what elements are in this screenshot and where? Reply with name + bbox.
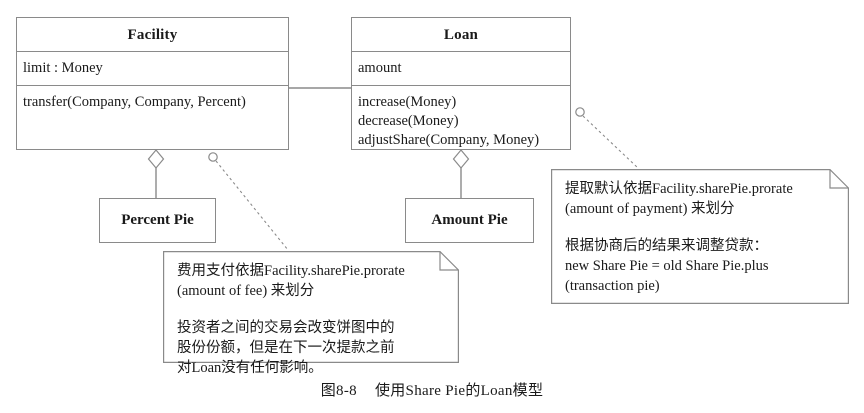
uml-note-left[interactable]: 费用支付依据Facility.sharePie.prorate (amount … — [163, 251, 459, 376]
note-paragraph: 根据协商后的结果来调整贷款： new Share Pie = old Share… — [565, 236, 835, 296]
uml-class-facility[interactable]: Facility limit : Money transfer(Company,… — [16, 17, 289, 150]
class-attributes-loan: amount — [352, 52, 570, 86]
note-line: 费用支付依据Facility.sharePie.prorate — [177, 263, 405, 279]
note-text-left: 费用支付依据Facility.sharePie.prorate (amount … — [163, 251, 459, 378]
note-line: (amount of fee) 来划分 — [177, 283, 315, 299]
note-line: new Share Pie = old Share Pie.plus — [565, 258, 769, 274]
class-name-loan: Loan — [352, 18, 570, 52]
operation-item: transfer(Company, Company, Percent) — [23, 94, 246, 110]
note-line: 根据协商后的结果来调整贷款： — [565, 238, 768, 254]
attribute-item: amount — [358, 60, 402, 76]
note-line: 提取默认依据Facility.sharePie.prorate — [565, 181, 793, 197]
note-anchor-circle-right — [575, 107, 585, 117]
figure-caption: 图8-8 使用Share Pie的Loan模型 — [0, 379, 864, 400]
note-shape-left — [163, 251, 459, 363]
class-operations-facility: transfer(Company, Company, Percent) — [17, 86, 288, 112]
class-attributes-facility: limit : Money — [17, 52, 288, 86]
operation-item: decrease(Money) — [358, 113, 459, 129]
figure-number: 图8-8 — [320, 383, 357, 399]
note-leader-line-right — [582, 115, 639, 169]
note-line: (amount of payment) 来划分 — [565, 201, 735, 217]
note-line: 投资者之间的交易会改变饼图中的 — [177, 320, 395, 336]
class-name-amount-pie: Amount Pie — [431, 212, 508, 228]
note-line: 对Loan没有任何影响。 — [177, 360, 323, 376]
uml-class-percent-pie[interactable]: Percent Pie — [99, 198, 216, 243]
note-line: 股份份额，但是在下一次提款之前 — [177, 340, 395, 356]
note-line: (transaction pie) — [565, 278, 660, 294]
uml-class-loan[interactable]: Loan amount increase(Money) decrease(Mon… — [351, 17, 571, 150]
aggregation-diamond-facility — [147, 149, 165, 169]
note-shape-right — [551, 169, 849, 304]
note-leader-line-left — [215, 160, 289, 251]
note-paragraph: 投资者之间的交易会改变饼图中的 股份份额，但是在下一次提款之前 对Loan没有任… — [177, 318, 445, 378]
note-paragraph: 费用支付依据Facility.sharePie.prorate (amount … — [177, 261, 445, 301]
class-operations-loan: increase(Money) decrease(Money) adjustSh… — [352, 86, 570, 150]
attribute-item: limit : Money — [23, 60, 103, 76]
note-paragraph: 提取默认依据Facility.sharePie.prorate (amount … — [565, 179, 835, 219]
note-text-right: 提取默认依据Facility.sharePie.prorate (amount … — [551, 169, 849, 296]
class-name-facility: Facility — [17, 18, 288, 52]
note-anchor-circle-left — [208, 152, 218, 162]
operation-item: adjustShare(Company, Money) — [358, 132, 540, 148]
uml-note-right[interactable]: 提取默认依据Facility.sharePie.prorate (amount … — [551, 169, 849, 304]
operation-item: increase(Money) — [358, 94, 457, 110]
uml-class-amount-pie[interactable]: Amount Pie — [405, 198, 534, 243]
figure-title: 使用Share Pie的Loan模型 — [374, 383, 544, 399]
class-name-percent-pie: Percent Pie — [121, 212, 194, 228]
aggregation-diamond-loan — [452, 149, 470, 169]
